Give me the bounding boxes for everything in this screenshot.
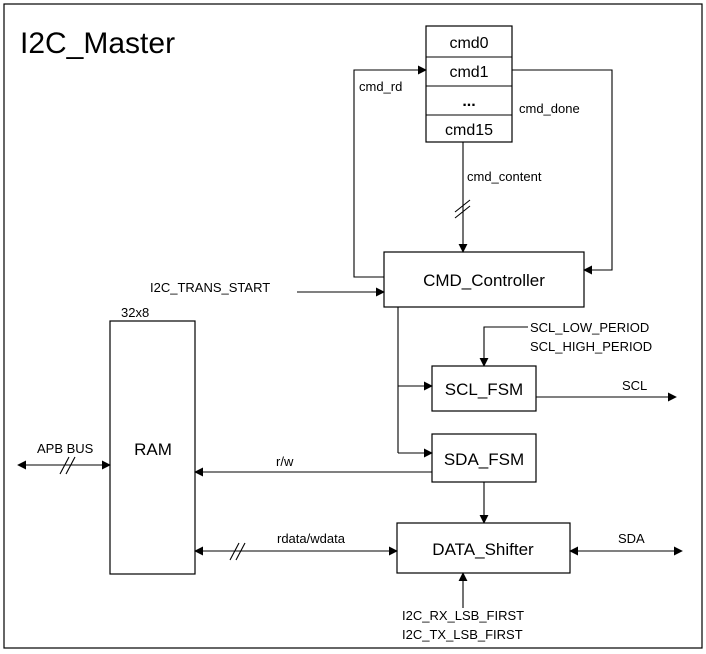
bus-slash	[65, 456, 76, 475]
rdata-wdata-label: rdata/wdata	[277, 531, 346, 546]
cmd-register-stack: cmd0 cmd1 ... cmd15	[425, 25, 513, 143]
tx-lsb-first-label: I2C_TX_LSB_FIRST	[402, 627, 523, 642]
sda-label: SDA	[618, 531, 645, 546]
ram-size-label: 32x8	[121, 305, 149, 320]
outer-frame	[3, 3, 703, 649]
cmd-done-wire	[512, 69, 613, 275]
sda-fsm-label: SDA_FSM	[444, 450, 524, 469]
bus-slash	[454, 205, 471, 219]
data-shifter-label: DATA_Shifter	[432, 540, 534, 559]
ram-block	[109, 320, 196, 575]
bus-slash	[59, 456, 70, 475]
apb-bus-label: APB BUS	[37, 441, 94, 456]
rw-label: r/w	[276, 454, 294, 469]
cmd-content-label: cmd_content	[467, 169, 542, 184]
ram-label: RAM	[134, 440, 172, 459]
data-shifter-block	[396, 522, 571, 574]
scl-low-period-label: SCL_LOW_PERIOD	[530, 320, 649, 335]
cmd-rd-wire	[353, 65, 427, 278]
scl-label: SCL	[622, 378, 647, 393]
sda-fsm-block	[431, 433, 537, 483]
trans-start-label: I2C_TRANS_START	[150, 280, 270, 295]
bus-slash	[235, 542, 246, 561]
cmd-register-ellipsis: ...	[462, 93, 475, 110]
scl-high-period-label: SCL_HIGH_PERIOD	[530, 339, 652, 354]
cmd-controller-label: CMD_Controller	[423, 271, 545, 290]
cmd-controller-block	[383, 251, 585, 308]
cmd-register: cmd0	[449, 35, 488, 52]
scl-fsm-label: SCL_FSM	[445, 380, 523, 399]
cmd-register: cmd1	[449, 64, 488, 81]
diagram-title: I2C_Master	[20, 27, 175, 60]
bus-slash	[454, 199, 471, 213]
cmd-stack-box	[425, 25, 513, 143]
scl-period-wire	[479, 326, 528, 367]
scl-fsm-block	[431, 365, 537, 412]
rx-lsb-first-label: I2C_RX_LSB_FIRST	[402, 608, 524, 623]
cmd-done-label: cmd_done	[519, 101, 580, 116]
bus-slash	[229, 542, 240, 561]
cmd-register: cmd15	[445, 122, 493, 139]
cmd-rd-label: cmd_rd	[359, 79, 402, 94]
